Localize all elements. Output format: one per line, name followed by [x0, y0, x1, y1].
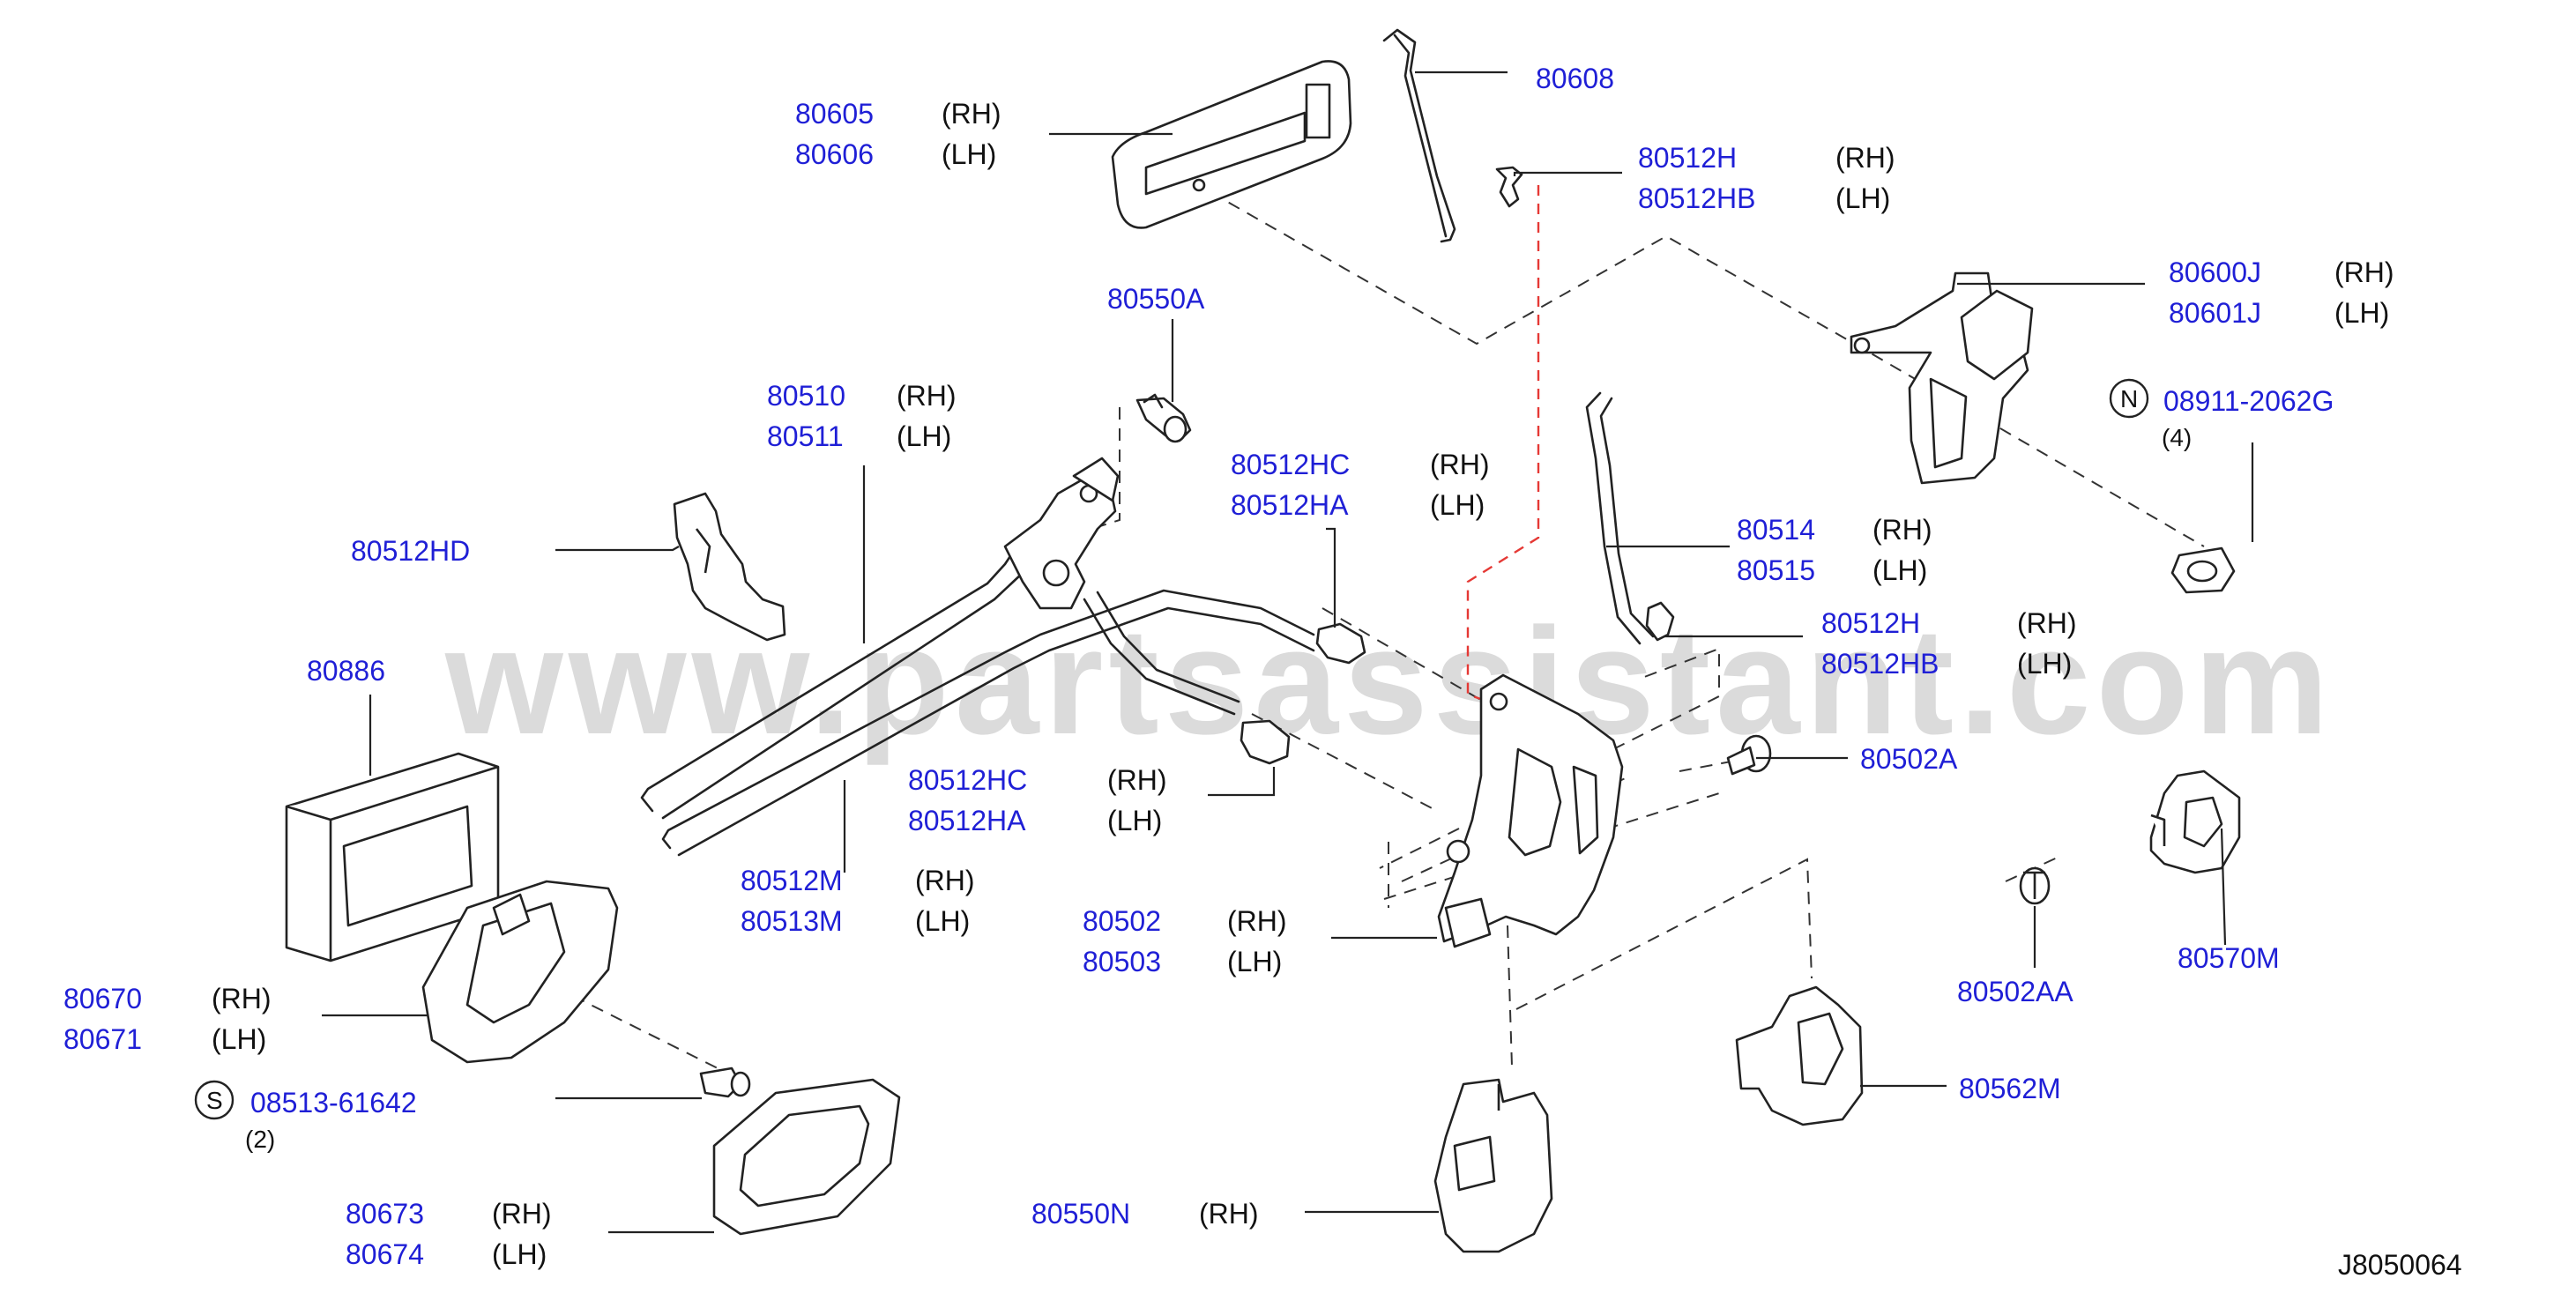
callout-80605-part: 80605	[795, 98, 874, 130]
callout-08911-part: 08911-2062G	[2163, 385, 2334, 417]
callout-80512M-side: (RH)	[915, 865, 975, 896]
callout-80608-part: 80608	[1536, 63, 1614, 94]
callout-80513M-side: (LH)	[915, 905, 970, 937]
callout-80512H-mid-side: (RH)	[2017, 607, 2077, 639]
callout-08513-part: 08513-61642	[250, 1087, 417, 1118]
callout-80550N-part: 80550N	[1031, 1198, 1130, 1230]
lock-unit-80550N	[1433, 1078, 1553, 1253]
connection-line-red	[1466, 185, 1540, 707]
callout-80514-side: (RH)	[1872, 514, 1932, 546]
callout-80502A-part: 80502A	[1860, 743, 1958, 775]
callout-80503-side: (LH)	[1227, 946, 1282, 977]
clip-80512H-top	[1495, 166, 1523, 208]
clip-80512HC-lower	[1240, 719, 1291, 765]
door-lock-actuator-80502	[1437, 673, 1624, 948]
callout-80606-part: 80606	[795, 138, 874, 170]
callout-08513-symbol: S	[206, 1087, 223, 1114]
callout-80512HC-b-part: 80512HC	[908, 764, 1027, 796]
callout-80512H-top-side: (RH)	[1835, 142, 1895, 174]
callout-80511-side: (LH)	[897, 420, 951, 452]
outside-handle-80605	[1111, 60, 1352, 229]
cover-80886	[285, 752, 500, 962]
callouts: 80605 (RH) 80606 (LH) 80608 80512H (RH) …	[63, 63, 2462, 1281]
callout-80502-side: (RH)	[1227, 905, 1287, 937]
callout-80605-side: (RH)	[942, 98, 1001, 130]
callout-80512HC-a-side: (RH)	[1430, 449, 1490, 480]
callout-80600J-part: 80600J	[2169, 256, 2261, 288]
callout-08911-qty: (4)	[2162, 424, 2192, 451]
callout-80510-part: 80510	[767, 380, 845, 412]
callout-80562M-part: 80562M	[1959, 1073, 2061, 1104]
callout-80550N-side: (RH)	[1199, 1198, 1259, 1230]
callout-80512HC-b-side: (RH)	[1107, 764, 1167, 796]
callout-80512HB-top-part: 80512HB	[1638, 182, 1755, 214]
clip-80512HC-upper	[1315, 622, 1366, 665]
bolt-80550A	[1135, 393, 1192, 443]
callout-80514-part: 80514	[1737, 514, 1815, 546]
rod-80608	[1382, 28, 1456, 243]
callout-80512HB-mid-side: (LH)	[2017, 648, 2072, 680]
clip-80512H-mid	[1645, 601, 1675, 642]
callout-80671-part: 80671	[63, 1023, 142, 1055]
callout-80502-part: 80502	[1083, 905, 1161, 937]
symbol-n-circle	[2109, 378, 2149, 419]
callout-80886-part: 80886	[307, 655, 385, 687]
screw-80502AA	[2019, 866, 2051, 905]
callout-80550A-part: 80550A	[1107, 283, 1205, 315]
callout-80570M-part: 80570M	[2178, 942, 2280, 974]
clip-80512HD	[673, 492, 786, 642]
screw-08513	[699, 1066, 751, 1098]
inside-handle-80670	[421, 880, 619, 1064]
symbol-s-circle	[194, 1080, 235, 1120]
striker-80562M	[1735, 985, 1864, 1126]
callout-80510-side: (RH)	[897, 380, 957, 412]
callout-80512HA-b-part: 80512HA	[908, 805, 1026, 836]
callout-80515-part: 80515	[1737, 554, 1815, 586]
bracket-80600J	[1850, 271, 2034, 485]
reference-code: J8050064	[2338, 1249, 2462, 1281]
callout-80513M-part: 80513M	[741, 905, 843, 937]
callout-80512HA-a-side: (LH)	[1430, 489, 1485, 521]
callout-80512M-part: 80512M	[741, 865, 843, 896]
callout-80512H-mid-part: 80512H	[1821, 607, 1920, 639]
callout-80671-side: (LH)	[212, 1023, 266, 1055]
callout-80673-side: (RH)	[492, 1198, 552, 1230]
screw-80502A	[1726, 734, 1772, 776]
callout-80606-side: (LH)	[942, 138, 996, 170]
striker-80570M	[2149, 769, 2241, 874]
callout-80601J-part: 80601J	[2169, 297, 2261, 329]
callout-80512HB-top-side: (LH)	[1835, 182, 1890, 214]
callout-80512H-top-part: 80512H	[1638, 142, 1737, 174]
callout-80502AA-part: 80502AA	[1957, 976, 2073, 1007]
nut-08911	[2170, 546, 2236, 594]
callout-80674-part: 80674	[346, 1238, 424, 1270]
callout-08513-qty: (2)	[245, 1126, 275, 1153]
leader-lines	[322, 71, 2254, 1234]
callout-80600J-side: (RH)	[2334, 256, 2394, 288]
callout-80515-side: (LH)	[1872, 554, 1927, 586]
callout-80512HC-a-part: 80512HC	[1231, 449, 1350, 480]
callout-80673-part: 80673	[346, 1198, 424, 1230]
link-assembly-center	[1003, 457, 1120, 610]
rod-80514	[1585, 391, 1655, 645]
callout-80601J-side: (LH)	[2334, 297, 2389, 329]
callout-80512HB-mid-part: 80512HB	[1821, 648, 1939, 680]
callout-80503-part: 80503	[1083, 946, 1161, 977]
callout-80512HD-part: 80512HD	[351, 535, 470, 567]
escutcheon-80673	[712, 1078, 901, 1236]
callout-80674-side: (LH)	[492, 1238, 547, 1270]
rod-80512M	[661, 589, 1315, 857]
callout-80670-part: 80670	[63, 983, 142, 1014]
callout-80511-part: 80511	[767, 420, 844, 452]
callout-80670-side: (RH)	[212, 983, 272, 1014]
callout-80512HA-b-side: (LH)	[1107, 805, 1162, 836]
callout-80512HA-a-part: 80512HA	[1231, 489, 1349, 521]
callout-08911-symbol: N	[2120, 385, 2138, 412]
